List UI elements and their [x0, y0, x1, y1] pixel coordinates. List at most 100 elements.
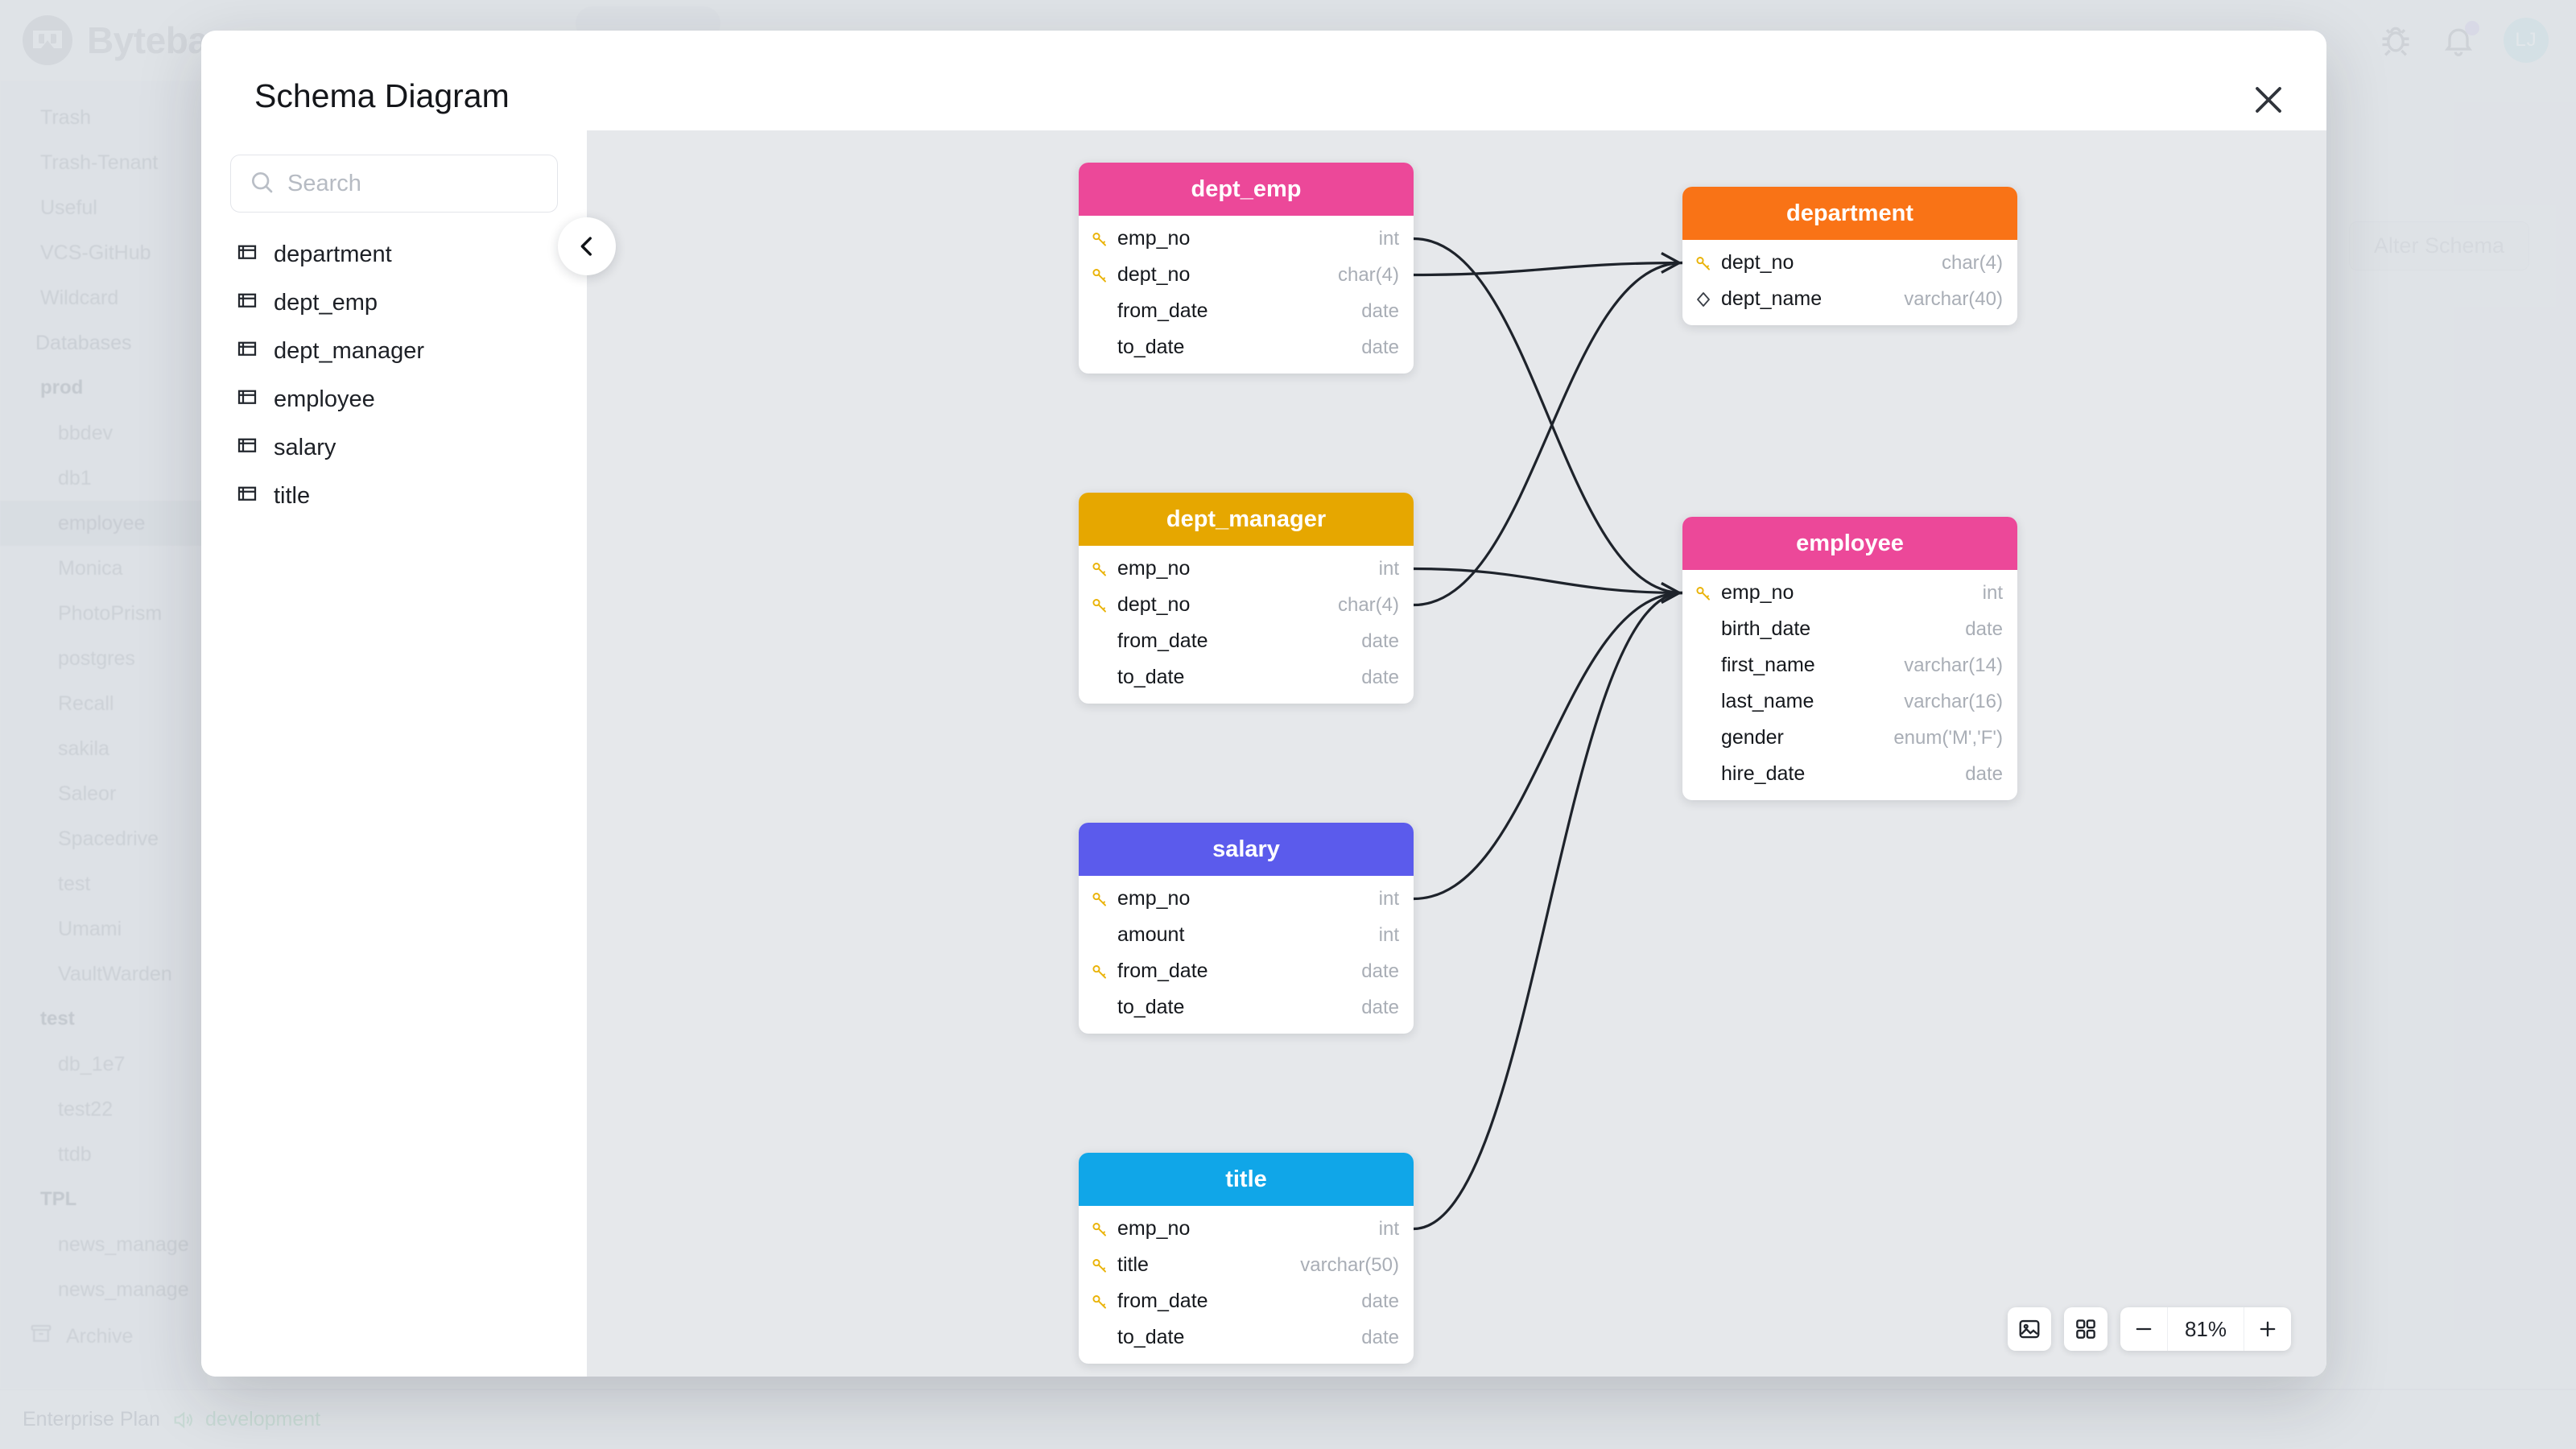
entity-column-first_name: first_name varchar(14) — [1682, 647, 2017, 683]
primary-key-icon — [1090, 1220, 1117, 1239]
column-type: date — [1361, 299, 1399, 322]
relationship-edge — [1413, 261, 1683, 277]
table-list-item-dept_emp[interactable]: dept_emp — [230, 279, 558, 327]
column-name: to_date — [1117, 666, 1185, 688]
primary-key-icon — [1090, 229, 1117, 249]
primary-key-icon — [1090, 1292, 1117, 1311]
table-list-item-salary[interactable]: salary — [230, 423, 558, 472]
column-type: date — [1361, 1326, 1399, 1348]
entity-column-dept_no: dept_no char(4) — [1682, 245, 2017, 281]
relationship-edge — [1661, 252, 1680, 274]
search-box[interactable] — [230, 155, 558, 213]
primary-key-icon — [1090, 890, 1117, 909]
table-icon — [235, 384, 259, 415]
column-name: emp_no — [1117, 557, 1191, 580]
column-type: date — [1361, 996, 1399, 1018]
entity-node-header: title — [1079, 1153, 1414, 1206]
zoom-in-button[interactable] — [2244, 1307, 2291, 1351]
column-name: to_date — [1117, 1326, 1185, 1348]
column-type: int — [1378, 557, 1399, 580]
column-type: char(4) — [1337, 263, 1399, 286]
column-name: hire_date — [1721, 762, 1806, 785]
column-name: amount — [1117, 923, 1185, 946]
relationship-edge — [1413, 567, 1683, 595]
auto-layout-icon[interactable] — [2064, 1307, 2107, 1351]
entity-node-header: dept_emp — [1079, 163, 1414, 216]
table-icon — [235, 336, 259, 366]
entity-node-header: salary — [1079, 823, 1414, 876]
table-list-item-department[interactable]: department — [230, 230, 558, 279]
entity-node-header: employee — [1682, 517, 2017, 570]
zoom-out-button[interactable] — [2120, 1307, 2167, 1351]
collapse-panel-button[interactable] — [558, 217, 616, 275]
table-list-item-title[interactable]: title — [230, 472, 558, 520]
column-name: from_date — [1117, 630, 1208, 652]
primary-key-icon — [1090, 596, 1117, 615]
column-name: dept_no — [1721, 251, 1794, 274]
column-name: emp_no — [1117, 227, 1191, 250]
search-input[interactable] — [287, 170, 539, 197]
column-type: varchar(14) — [1904, 654, 2003, 676]
column-type: date — [1965, 762, 2003, 785]
relationship-edges — [1392, 227, 1683, 1241]
column-name: from_date — [1117, 1290, 1208, 1312]
column-type: varchar(16) — [1904, 690, 2003, 712]
primary-key-icon — [1694, 584, 1721, 603]
primary-key-icon — [1090, 962, 1117, 981]
relationship-edge — [1413, 261, 1683, 607]
column-name: emp_no — [1721, 581, 1794, 604]
column-type: date — [1361, 1290, 1399, 1312]
column-type: enum('M','F') — [1893, 726, 2003, 749]
column-type: date — [1361, 960, 1399, 982]
column-type: date — [1361, 630, 1399, 652]
column-name: title — [1117, 1253, 1149, 1276]
close-icon[interactable] — [2249, 80, 2288, 119]
column-name: last_name — [1721, 690, 1814, 712]
canvas-toolbar: 81% — [2008, 1307, 2291, 1351]
column-type: char(4) — [1941, 251, 2003, 274]
column-name: to_date — [1117, 336, 1185, 358]
entity-column-last_name: last_name varchar(16) — [1682, 683, 2017, 720]
table-list-item-employee[interactable]: employee — [230, 375, 558, 423]
relationship-edge — [1413, 237, 1683, 595]
zoom-controls: 81% — [2120, 1307, 2291, 1351]
primary-key-icon — [1090, 1256, 1117, 1275]
table-list-item-label: employee — [274, 386, 375, 412]
entity-column-to_date: to_date date — [1079, 1319, 1414, 1356]
column-name: first_name — [1721, 654, 1815, 676]
table-list-item-dept_manager[interactable]: dept_manager — [230, 327, 558, 375]
table-icon — [235, 287, 259, 318]
relationship-edge — [1413, 591, 1683, 901]
page-title: Schema Diagram — [254, 77, 510, 114]
entity-column-from_date: from_date date — [1079, 623, 1414, 659]
entity-column-from_date: from_date date — [1079, 1283, 1414, 1319]
table-icon — [235, 432, 259, 463]
primary-key-icon — [1090, 559, 1117, 579]
primary-key-icon — [1694, 254, 1721, 273]
export-image-icon[interactable] — [2008, 1307, 2051, 1351]
entity-node-header: department — [1682, 187, 2017, 240]
